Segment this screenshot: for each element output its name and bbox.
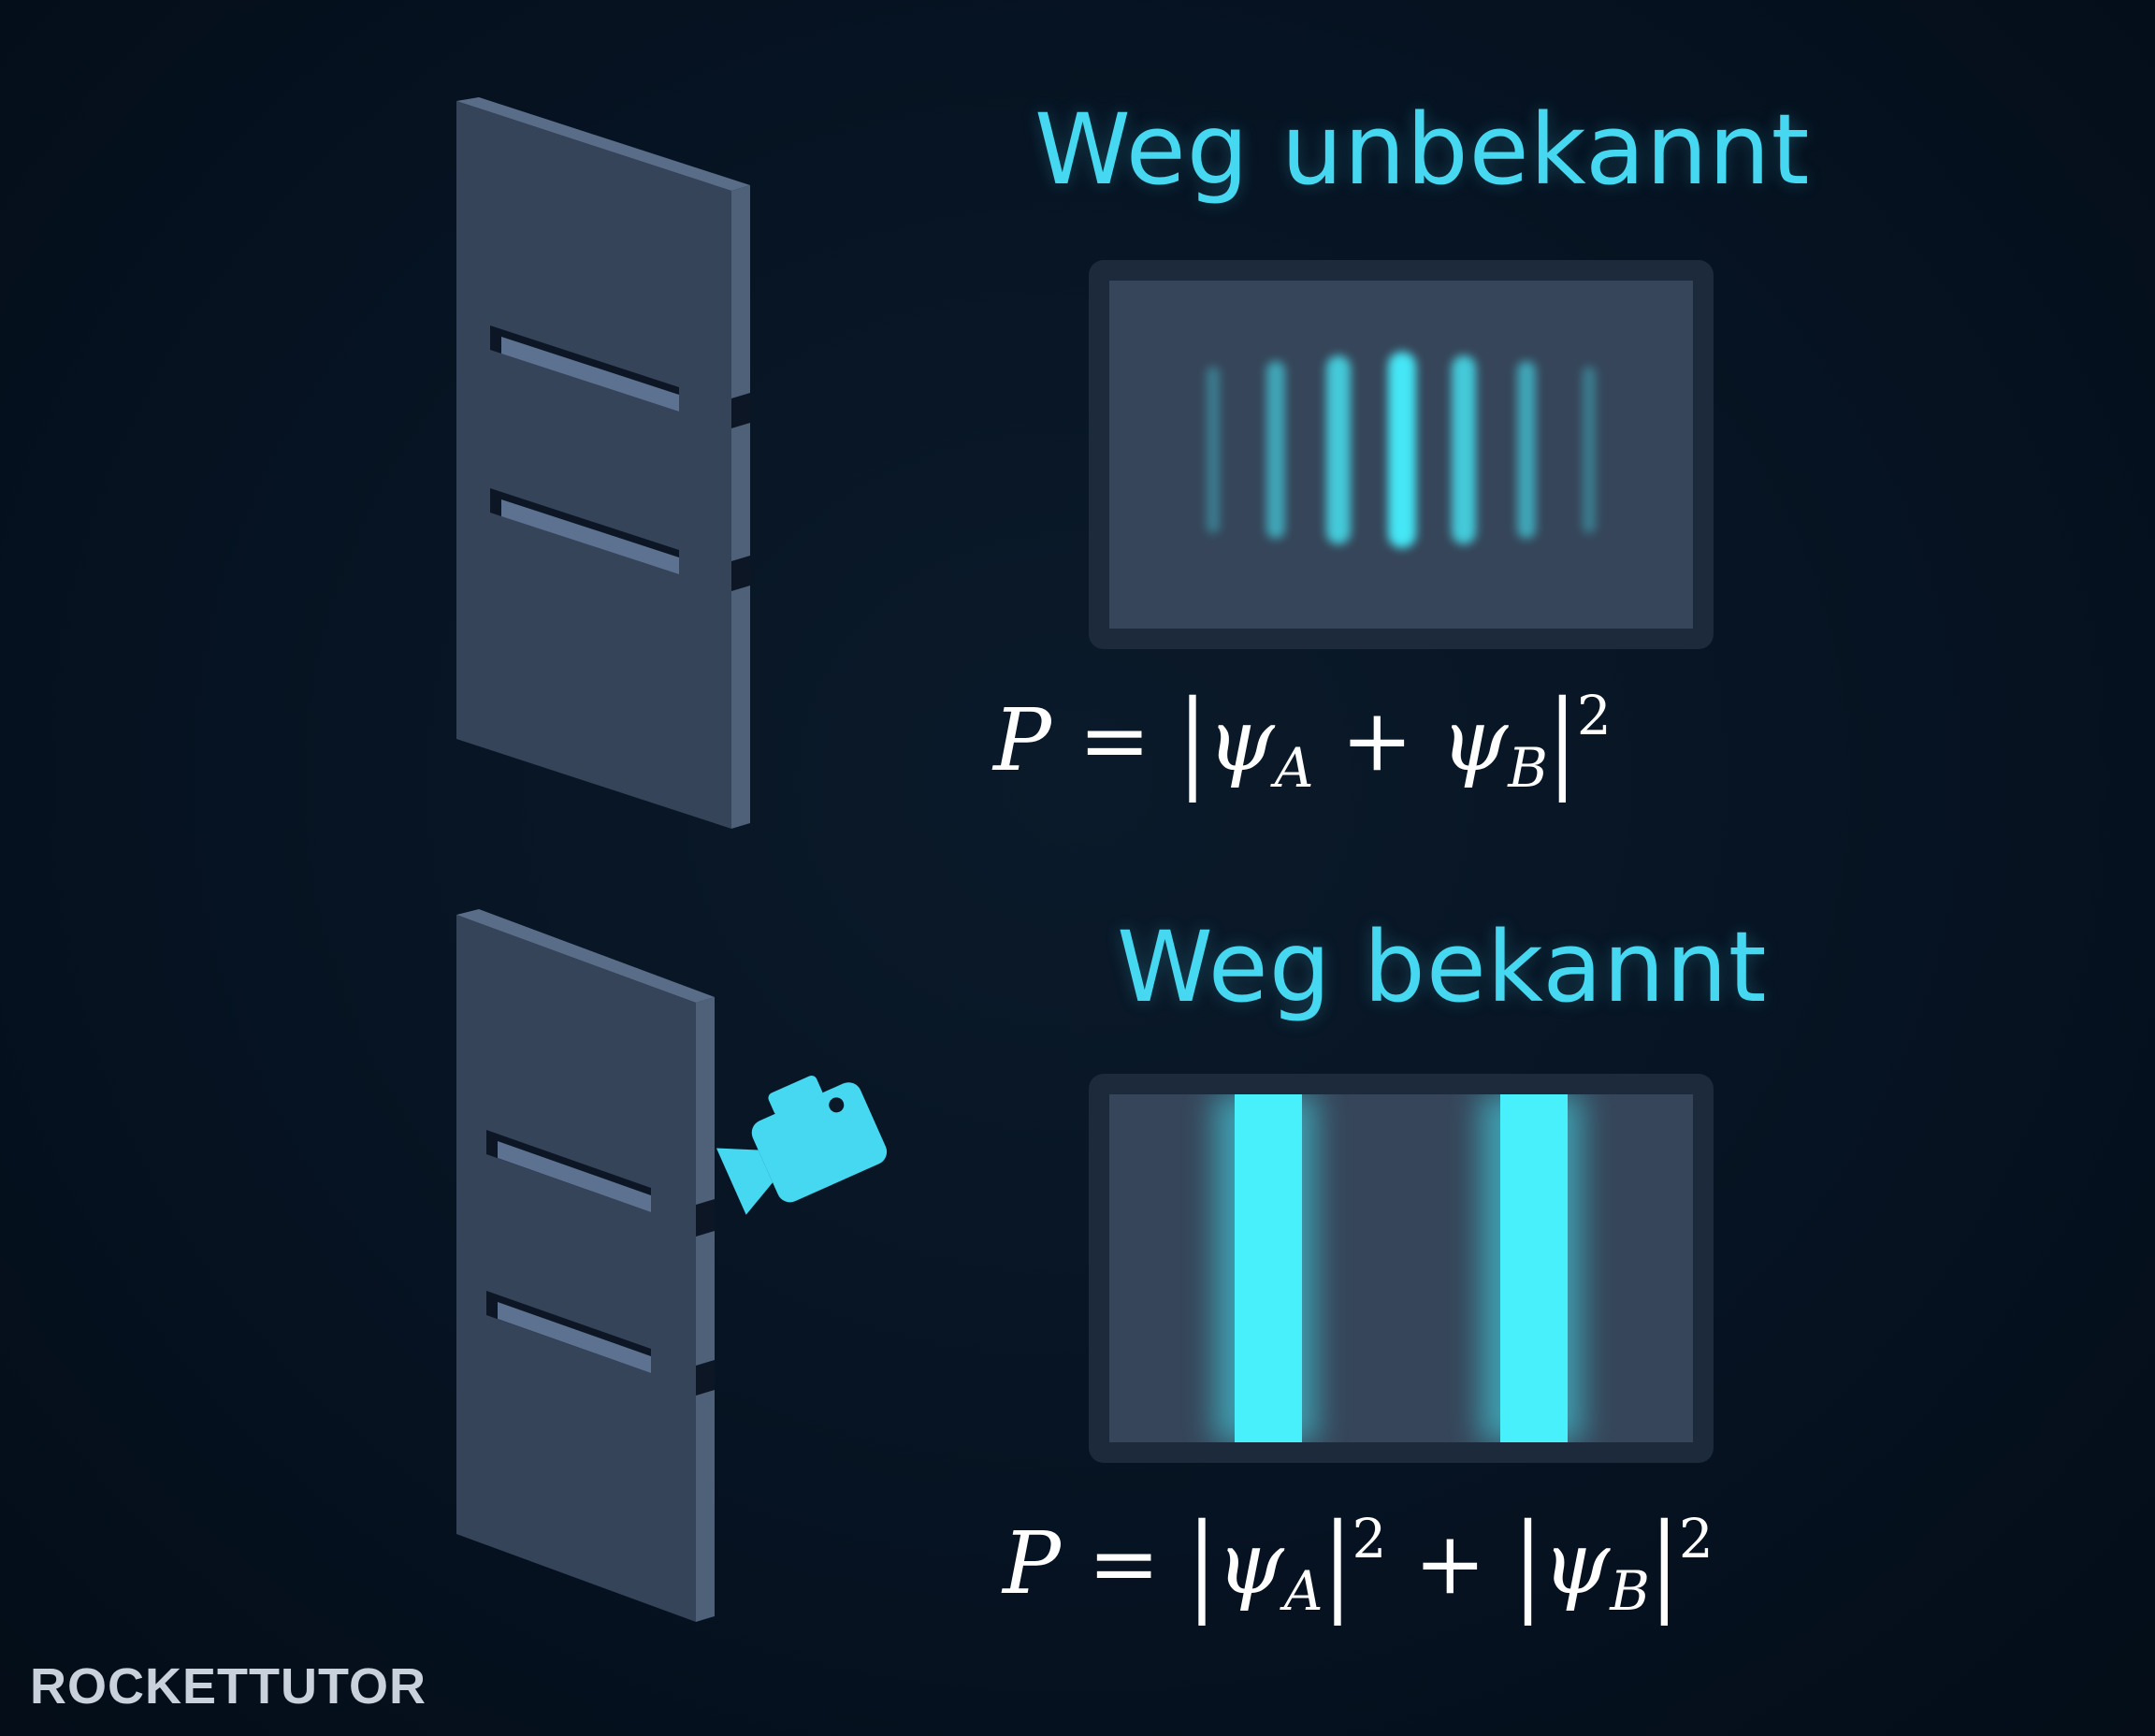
band-left: [1235, 1094, 1302, 1442]
formula-interference: P = |ψA + ψB|2: [993, 677, 1612, 803]
detection-screen-interference: [1089, 260, 1714, 649]
fringe: [1326, 355, 1351, 544]
fringe: [1452, 355, 1476, 544]
double-slit-wall-top: [456, 97, 750, 829]
fringe: [1517, 361, 1536, 539]
slit-bottom-2: [486, 1291, 651, 1373]
band-right: [1500, 1094, 1568, 1442]
fringe: [1266, 361, 1285, 539]
slit-top-1: [490, 326, 679, 412]
heading-path-known: Weg bekannt: [1117, 910, 1768, 1024]
two-band-pattern: [1214, 1094, 1583, 1442]
fringe: [1207, 367, 1220, 533]
slit-top-2: [490, 488, 679, 574]
brand-logo: ROCKETTUTOR: [30, 1658, 427, 1714]
fringe: [1583, 367, 1596, 533]
double-slit-wall-bottom: [456, 909, 715, 1622]
video-camera-icon: [716, 1075, 888, 1215]
fringe: [1388, 352, 1416, 548]
slit-bottom-1: [486, 1130, 651, 1212]
detection-screen-two-band: [1089, 1074, 1714, 1463]
heading-path-unknown: Weg unbekannt: [1034, 93, 1811, 207]
interference-pattern: [1207, 352, 1596, 548]
formula-sum-of-squares: P = |ψA|2 + |ψB|2: [1003, 1500, 1714, 1627]
